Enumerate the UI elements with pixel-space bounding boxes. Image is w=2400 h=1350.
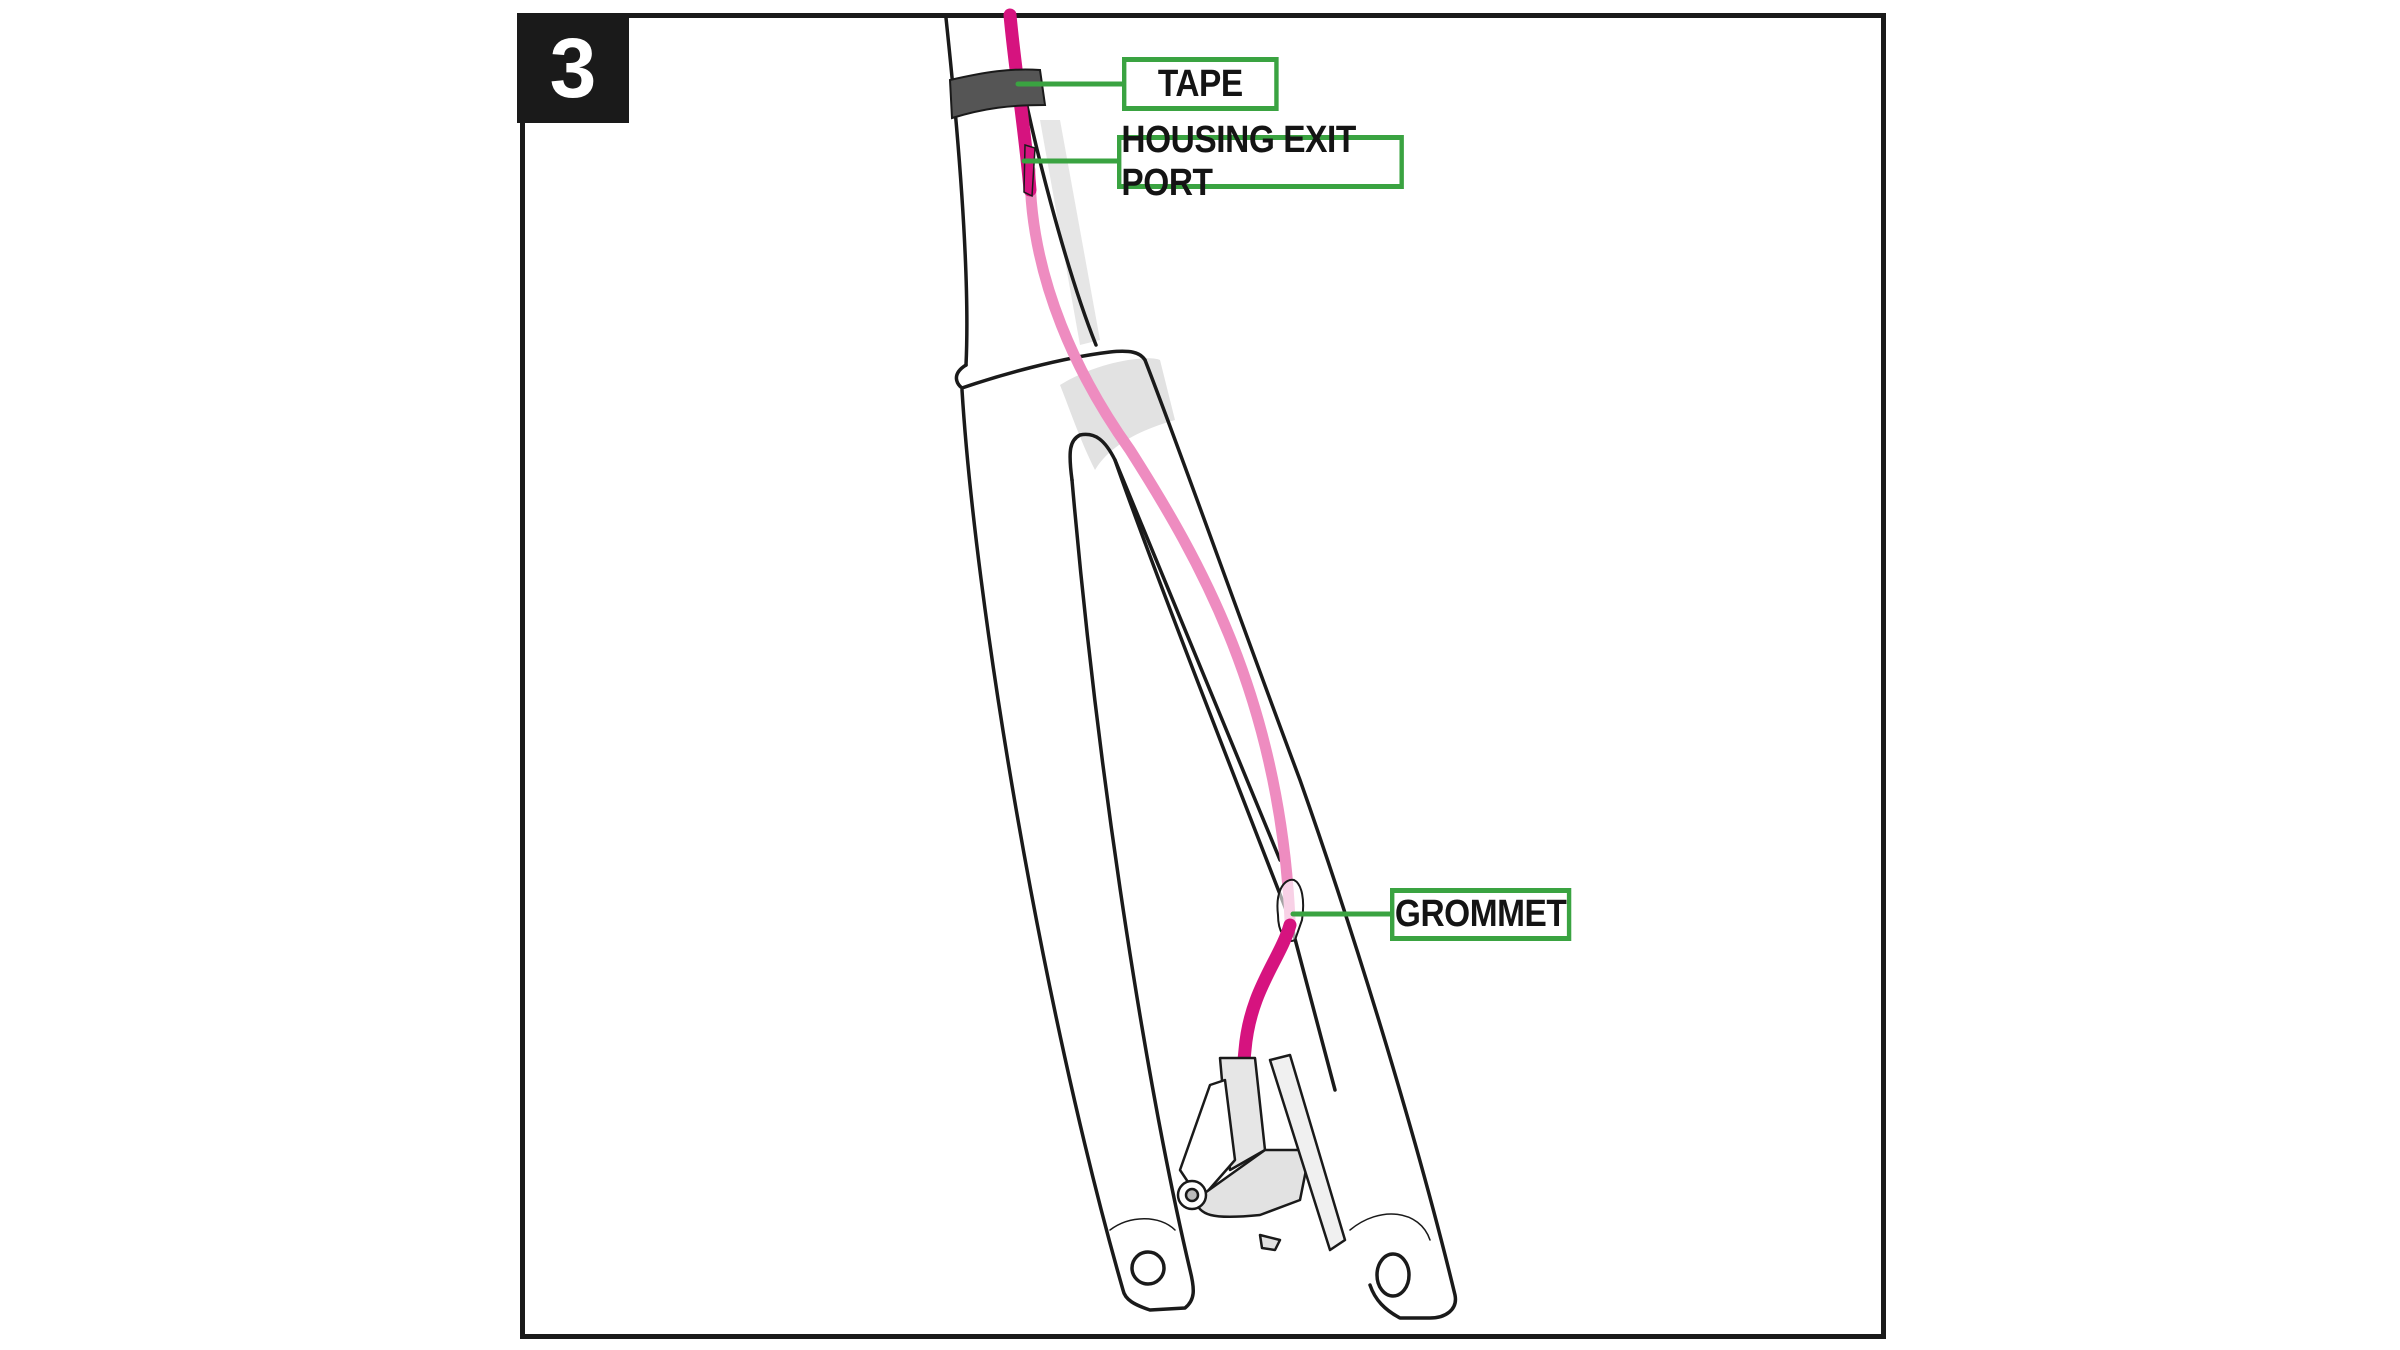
step-frame <box>520 13 1886 1339</box>
fork-body <box>954 349 1458 1320</box>
housing-bottom <box>1236 918 1297 1077</box>
steerer-shading <box>1040 120 1100 345</box>
internal-housing <box>1024 164 1296 926</box>
leader-lines <box>1015 81 1395 917</box>
housing-exit-port <box>1023 143 1036 198</box>
brake-caliper <box>1176 1053 1347 1252</box>
callout-tape: TAPE <box>1122 57 1279 111</box>
callout-tape-label: TAPE <box>1157 62 1243 105</box>
step-number: 3 <box>549 21 597 115</box>
callout-housing-exit-port-label: HOUSING EXIT PORT <box>1121 119 1356 204</box>
callout-grommet-label: GROMMET <box>1394 893 1567 935</box>
callout-housing-exit-port: HOUSING EXIT PORT <box>1117 119 1404 204</box>
crown-shading <box>1060 358 1175 470</box>
step-number-badge: 3 <box>517 13 629 123</box>
callout-grommet: GROMMET <box>1390 888 1572 941</box>
tape <box>948 68 1047 120</box>
